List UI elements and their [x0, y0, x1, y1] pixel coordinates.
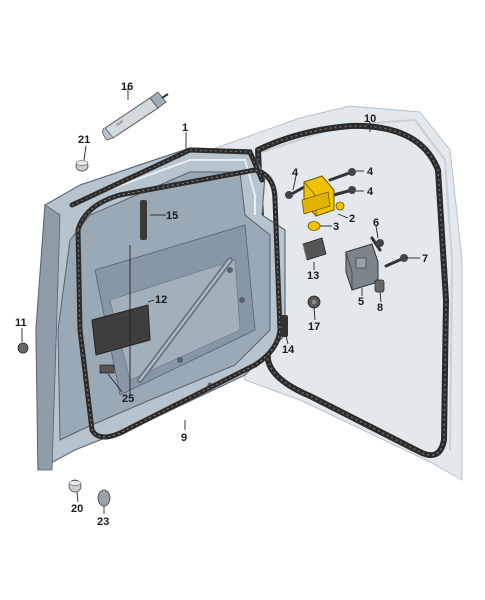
insulation-pad-12 [91, 304, 151, 356]
callout-13: 13 [307, 270, 319, 282]
callout-1: 1 [182, 122, 188, 134]
callout-4b: 4 [367, 166, 374, 178]
adhesive-tube-icon: AMV [102, 91, 169, 141]
callout-23: 23 [97, 516, 109, 528]
callout-2: 2 [349, 213, 355, 225]
callout-14: 14 [282, 344, 295, 356]
callout-11: 11 [15, 317, 27, 329]
callout-21: 21 [78, 134, 90, 146]
callout-4c: 4 [367, 186, 374, 198]
plug-21 [75, 160, 89, 172]
nut-3 [307, 221, 321, 231]
callout-9: 9 [181, 432, 187, 444]
bracket-25 [99, 364, 115, 374]
stop-block-13 [302, 237, 327, 261]
callout-8: 8 [377, 302, 383, 314]
bushing-8 [374, 279, 385, 293]
callout-4a: 4 [292, 167, 299, 179]
svg-text:AMV: AMV [115, 118, 125, 127]
bolt-7 [384, 254, 408, 268]
callout-17: 17 [308, 321, 320, 333]
bolt-6 [370, 236, 384, 252]
callout-12: 12 [155, 294, 167, 306]
callout-6: 6 [373, 217, 379, 229]
leader-lines [21, 88, 420, 514]
callout-25: 25 [122, 393, 134, 405]
nut-17 [307, 295, 321, 309]
bolt-icon [285, 184, 308, 199]
callouts: 16 1 21 10 4 4 4 2 3 6 7 13 5 8 17 14 15… [15, 81, 428, 528]
cap-20 [68, 479, 82, 493]
callout-3: 3 [333, 221, 339, 233]
callout-20: 20 [71, 503, 83, 515]
seal-piece-14 [281, 315, 288, 337]
hinge-2 [301, 175, 345, 217]
plug-23 [97, 489, 111, 507]
clip-11 [17, 342, 29, 354]
trim-strip-15 [140, 200, 147, 240]
callout-15: 15 [166, 210, 178, 222]
bolt-icon [328, 168, 356, 182]
striker-5 [345, 243, 379, 291]
door-assembly [35, 147, 286, 471]
callout-10: 10 [364, 113, 376, 125]
callout-5: 5 [358, 296, 364, 308]
callout-7: 7 [422, 253, 428, 265]
callout-16: 16 [121, 81, 133, 93]
